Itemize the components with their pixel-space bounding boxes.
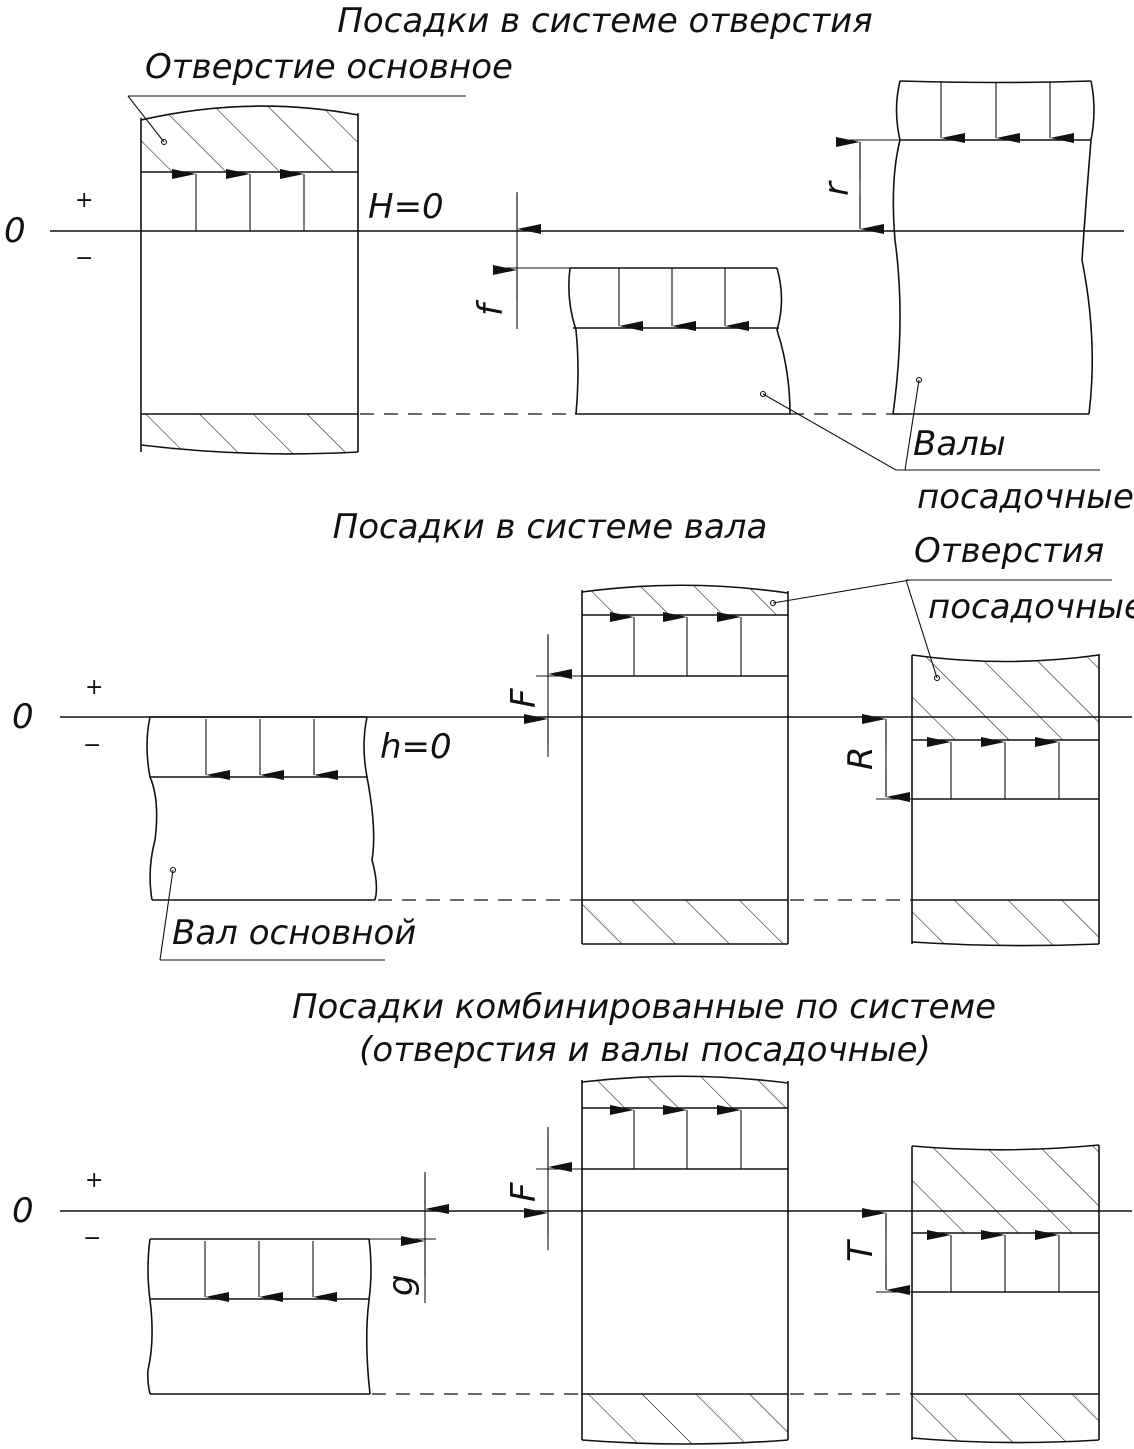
leader-shafts-2 [904, 379, 920, 471]
minus-sign-1: − [75, 246, 93, 271]
label-H0: H=0 [368, 187, 444, 227]
leader-shafts-1 [762, 393, 897, 471]
shaft-r [892, 80, 1095, 415]
label-r: r [817, 180, 857, 196]
zero-label-1: 0 [4, 211, 26, 251]
section-hole-basis: Посадки в системе отверстия 0 + − Отверс… [4, 1, 1134, 517]
label-basic-hole: Отверстие основное [145, 47, 513, 87]
label-holes-fitting: посадочные [928, 587, 1134, 627]
zero-label-3: 0 [12, 1191, 34, 1231]
section-1-title: Посадки в системе отверстия [337, 1, 872, 41]
section-3-title-line-1: Посадки комбинированные по системе [292, 987, 996, 1027]
zero-label-2: 0 [12, 697, 34, 737]
label-f: f [471, 299, 511, 316]
section-shaft-basis: Посадки в системе вала 0 + − h=0 Вал осн… [12, 507, 1134, 961]
basic-hole [140, 105, 359, 455]
plus-sign-2: + [85, 675, 103, 700]
label-F-3: F [504, 1182, 544, 1202]
leader-basic-hole [127, 95, 165, 143]
plus-sign-3: + [85, 1168, 103, 1193]
hole-R [911, 654, 1100, 947]
leader-holes-2 [905, 579, 938, 679]
plus-sign-1: + [75, 188, 93, 213]
section-combined: Посадки комбинированные по системе (отве… [12, 987, 1132, 1445]
shaft-f [568, 267, 791, 415]
minus-sign-2: − [83, 733, 101, 758]
label-shafts-fitting: посадочные [917, 477, 1134, 517]
basic-shaft [146, 716, 378, 901]
label-R: R [841, 746, 881, 770]
leader-basic-shaft [159, 869, 174, 961]
hole-F-combined [581, 1075, 789, 1445]
label-T: T [841, 1239, 881, 1262]
label-h0: h=0 [380, 727, 452, 767]
hole-T [911, 1144, 1100, 1444]
label-basic-shaft: Вал основной [172, 913, 416, 953]
section-2-title: Посадки в системе вала [333, 507, 768, 547]
section-3-title-line-2: (отверстия и валы посадочные) [359, 1030, 931, 1070]
label-shafts: Валы [913, 424, 1006, 464]
shaft-g [146, 1238, 372, 1395]
minus-sign-3: − [83, 1226, 101, 1251]
label-holes: Отверстия [914, 531, 1104, 571]
label-F-2: F [504, 688, 544, 708]
hole-F [581, 584, 789, 945]
label-g: g [381, 1274, 421, 1296]
leader-holes-1 [772, 579, 911, 604]
